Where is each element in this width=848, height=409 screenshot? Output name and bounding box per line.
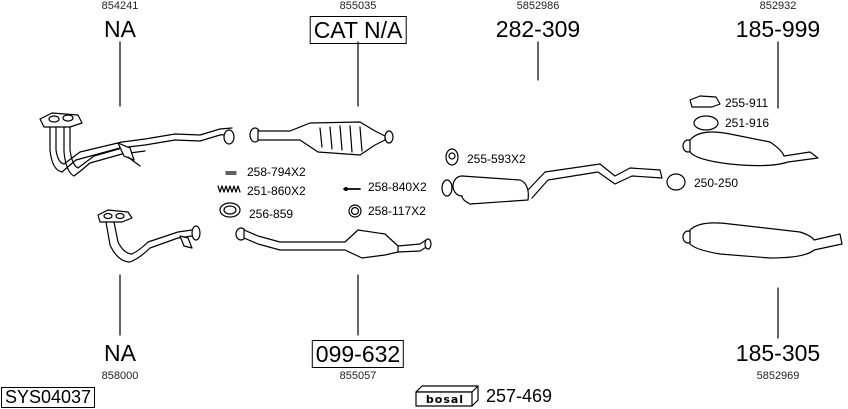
part-ref-catalyst-lower[interactable]: 099-632: [311, 340, 405, 368]
bosal-logo: bosal: [419, 392, 471, 406]
accessory-label-clamp-upper[interactable]: 251-916: [725, 116, 770, 130]
part-ref-rear-silencer[interactable]: 185-999: [735, 16, 821, 42]
part-ref-rear-silencer-lower[interactable]: 185-305: [735, 340, 821, 366]
accessory-label-washer[interactable]: 258-117X2: [368, 204, 426, 218]
accessory-label-spring[interactable]: 251-860X2: [247, 184, 306, 198]
accessory-label-gasket[interactable]: 256-859: [249, 207, 294, 221]
oem-number-rear-silencer-lower: 5852969: [756, 370, 800, 382]
accessory-label-rubber-mount[interactable]: 255-593X2: [467, 152, 526, 166]
oem-number-middle-silencer: 5852986: [516, 0, 560, 12]
oem-number-catalyst-lower: 855057: [339, 370, 377, 382]
accessory-label-bolt[interactable]: 258-794X2: [247, 165, 306, 179]
part-ref-catalyst[interactable]: CAT N/A: [309, 16, 407, 44]
accessory-label-stud[interactable]: 258-840X2: [368, 180, 427, 194]
system-code: SYS04037: [1, 387, 96, 408]
accessory-label-clamp-lower[interactable]: 250-250: [694, 176, 739, 190]
part-ref-middle-silencer[interactable]: 282-309: [495, 16, 581, 42]
mounting-kit-ref[interactable]: 257-469: [486, 386, 553, 406]
oem-number-rear-silencer: 852932: [759, 0, 797, 12]
oem-number-front-pipe: 858000: [101, 370, 139, 382]
brand-name: bosal: [425, 392, 465, 406]
accessory-label-flange-gasket[interactable]: 255-911: [725, 96, 769, 110]
part-ref-downpipe[interactable]: NA: [104, 16, 136, 42]
part-ref-front-pipe[interactable]: NA: [104, 340, 136, 366]
oem-number-catalyst: 855035: [339, 0, 377, 12]
oem-number-downpipe: 854241: [101, 0, 139, 12]
